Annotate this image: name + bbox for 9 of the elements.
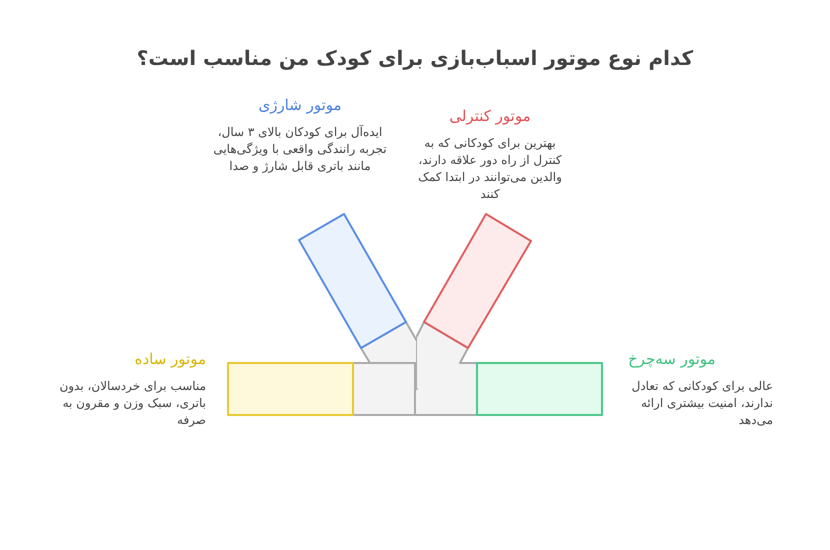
option-description: عالی برای کودکانی که تعادل ندارند، امنیت بیشتری ارائه می‌دهد [630,378,773,429]
option-description: بهترین برای کودکانی که به کنترل از راه دور علاقه دارند، والدین می‌توانند در ابتدا کمک کنند [417,135,563,203]
option-description: مناسب برای خردسالان، بدون باتری، سبک وزن و مقرون به صرفه [58,378,206,429]
option-heading: موتور ساده [134,350,206,368]
title: کدام نوع موتور اسباب‌بازی برای کودک من مناسب است؟ [136,46,694,70]
option-description: ایده‌آل برای کودکان بالای ۳ سال، تجربه رانندگی واقعی با ویژگی‌هایی مانند باتری قابل شارژ و صدا [212,124,388,175]
option-heading: موتور شارژی [257,96,343,114]
option-heading: موتور کنترلی [448,107,532,125]
option-heading: موتور سه‌چرخ [628,350,717,368]
